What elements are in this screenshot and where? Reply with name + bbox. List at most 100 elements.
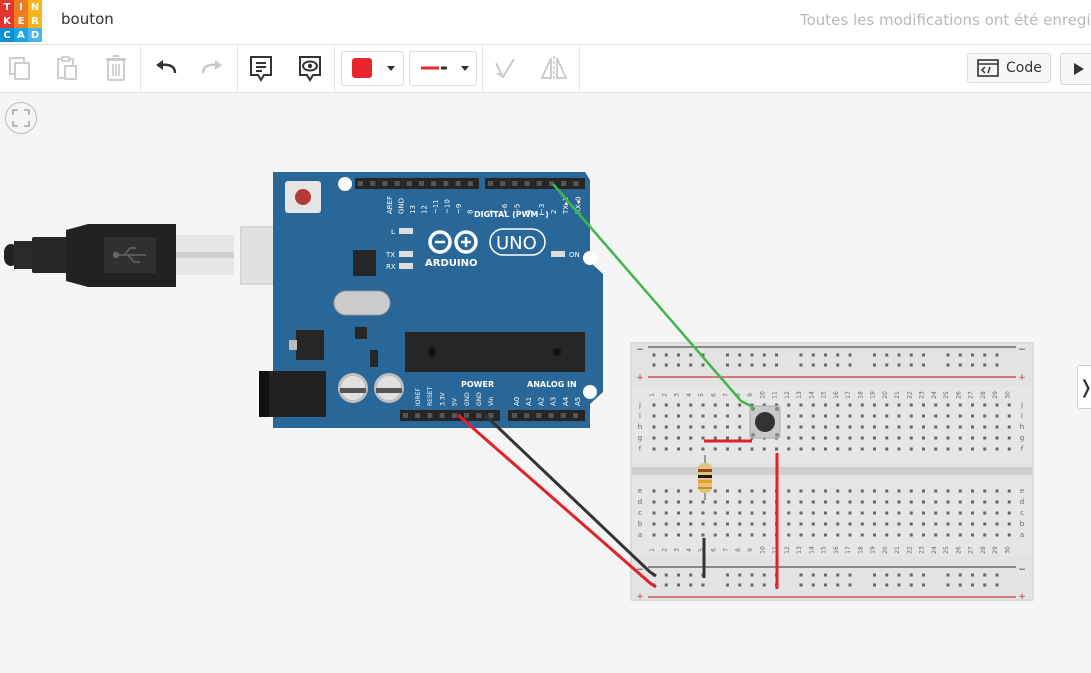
header-pin[interactable] xyxy=(524,181,530,186)
breadboard-hole[interactable] xyxy=(738,573,742,577)
breadboard-hole[interactable] xyxy=(885,363,889,367)
breadboard-hole[interactable] xyxy=(897,573,901,577)
breadboard-hole[interactable] xyxy=(652,414,656,418)
breadboard-hole[interactable] xyxy=(934,436,938,440)
breadboard-hole[interactable] xyxy=(787,403,791,407)
breadboard-hole[interactable] xyxy=(738,522,742,526)
breadboard-hole[interactable] xyxy=(652,511,656,515)
breadboard-hole[interactable] xyxy=(934,522,938,526)
breadboard-hole[interactable] xyxy=(787,511,791,515)
breadboard-hole[interactable] xyxy=(897,511,901,515)
breadboard-hole[interactable] xyxy=(922,436,925,440)
breadboard-hole[interactable] xyxy=(799,403,803,407)
breadboard-hole[interactable] xyxy=(848,573,852,577)
breadboard-hole[interactable] xyxy=(750,447,754,451)
breadboard-hole[interactable] xyxy=(701,414,705,418)
project-title[interactable]: bouton xyxy=(61,10,114,28)
breadboard-hole[interactable] xyxy=(885,533,889,537)
breadboard-hole[interactable] xyxy=(909,573,913,577)
breadboard-hole[interactable] xyxy=(983,353,987,357)
breadboard-hole[interactable] xyxy=(873,425,876,429)
breadboard-hole[interactable] xyxy=(836,511,840,515)
breadboard-hole[interactable] xyxy=(701,363,705,367)
breadboard-hole[interactable] xyxy=(1007,436,1011,440)
breadboard-hole[interactable] xyxy=(787,522,791,526)
eye-icon[interactable] xyxy=(295,53,325,83)
breadboard-hole[interactable] xyxy=(799,500,803,504)
breadboard-hole[interactable] xyxy=(787,447,791,451)
breadboard-hole[interactable] xyxy=(958,573,962,577)
breadboard-hole[interactable] xyxy=(909,522,913,526)
trash-icon[interactable] xyxy=(101,53,131,83)
breadboard-hole[interactable] xyxy=(897,489,901,493)
breadboard-hole[interactable] xyxy=(897,353,901,357)
breadboard-hole[interactable] xyxy=(971,414,974,418)
breadboard-hole[interactable] xyxy=(811,583,815,587)
breadboard-hole[interactable] xyxy=(946,500,950,504)
header-pin[interactable] xyxy=(548,413,554,418)
breadboard-hole[interactable] xyxy=(958,363,962,367)
breadboard-hole[interactable] xyxy=(713,489,717,493)
breadboard-hole[interactable] xyxy=(824,414,827,418)
header-pin[interactable] xyxy=(464,413,469,418)
breadboard-hole[interactable] xyxy=(677,436,680,440)
breadboard-hole[interactable] xyxy=(726,583,729,587)
breadboard-hole[interactable] xyxy=(971,403,974,407)
breadboard-hole[interactable] xyxy=(701,533,705,537)
breadboard-hole[interactable] xyxy=(689,489,693,493)
breadboard-hole[interactable] xyxy=(909,353,913,357)
breadboard-hole[interactable] xyxy=(995,533,999,537)
breadboard-hole[interactable] xyxy=(836,436,840,440)
breadboard-hole[interactable] xyxy=(909,414,913,418)
breadboard-hole[interactable] xyxy=(836,489,840,493)
breadboard-hole[interactable] xyxy=(824,522,827,526)
breadboard-hole[interactable] xyxy=(946,363,950,367)
breadboard-hole[interactable] xyxy=(1007,489,1011,493)
header-pin[interactable] xyxy=(560,413,566,418)
breadboard-hole[interactable] xyxy=(848,353,852,357)
breadboard-hole[interactable] xyxy=(762,447,766,451)
breadboard-hole[interactable] xyxy=(799,522,803,526)
breadboard-hole[interactable] xyxy=(750,363,754,367)
breadboard-hole[interactable] xyxy=(958,447,962,451)
breadboard-hole[interactable] xyxy=(995,414,999,418)
breadboard-hole[interactable] xyxy=(652,403,656,407)
breadboard-hole[interactable] xyxy=(983,533,987,537)
breadboard-hole[interactable] xyxy=(689,363,693,367)
color-picker[interactable] xyxy=(341,51,404,86)
breadboard-hole[interactable] xyxy=(701,425,705,429)
breadboard-hole[interactable] xyxy=(652,425,656,429)
breadboard-hole[interactable] xyxy=(775,447,778,451)
breadboard-hole[interactable] xyxy=(848,436,852,440)
breadboard-hole[interactable] xyxy=(824,500,827,504)
breadboard-hole[interactable] xyxy=(848,363,852,367)
breadboard-hole[interactable] xyxy=(799,414,803,418)
power-jack[interactable] xyxy=(259,371,326,417)
breadboard-hole[interactable] xyxy=(799,436,803,440)
wire-style-picker[interactable] xyxy=(409,51,477,86)
breadboard-holes[interactable] xyxy=(652,353,1011,587)
breadboard-hole[interactable] xyxy=(836,425,840,429)
breadboard-hole[interactable] xyxy=(848,533,852,537)
breadboard-hole[interactable] xyxy=(860,533,864,537)
breadboard-hole[interactable] xyxy=(762,363,766,367)
breadboard-hole[interactable] xyxy=(775,363,778,367)
breadboard-hole[interactable] xyxy=(677,573,680,577)
paste-icon[interactable] xyxy=(52,53,82,83)
breadboard-hole[interactable] xyxy=(934,511,938,515)
breadboard-hole[interactable] xyxy=(946,414,950,418)
breadboard-hole[interactable] xyxy=(848,414,852,418)
breadboard-hole[interactable] xyxy=(934,500,938,504)
breadboard-hole[interactable] xyxy=(652,522,656,526)
notes-icon[interactable] xyxy=(246,53,276,83)
breadboard-hole[interactable] xyxy=(726,533,729,537)
breadboard-hole[interactable] xyxy=(824,489,827,493)
breadboard-hole[interactable] xyxy=(738,363,742,367)
breadboard-hole[interactable] xyxy=(836,447,840,451)
breadboard-hole[interactable] xyxy=(811,447,815,451)
header-pin[interactable] xyxy=(561,181,567,186)
breadboard-hole[interactable] xyxy=(811,489,815,493)
header-pin[interactable] xyxy=(382,181,388,186)
breadboard-hole[interactable] xyxy=(873,533,876,537)
header-pin[interactable] xyxy=(451,413,457,418)
